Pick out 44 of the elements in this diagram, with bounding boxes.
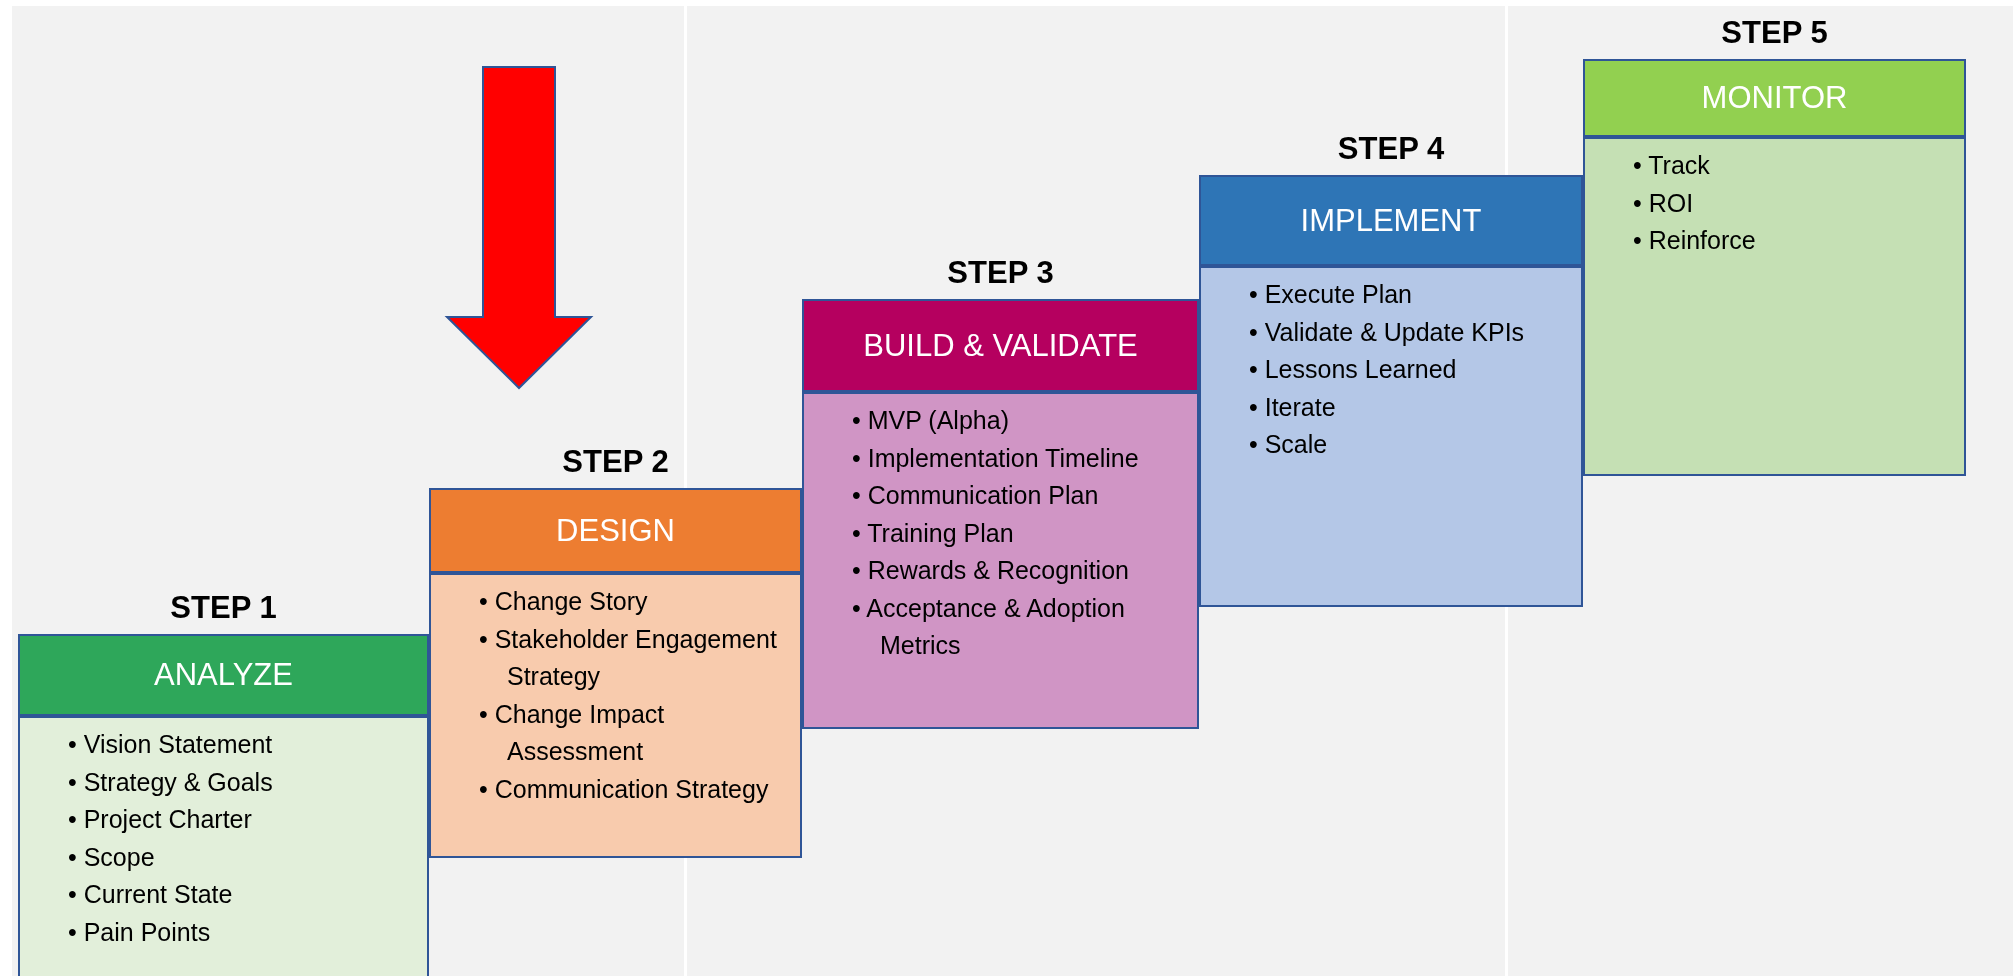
step-title: DESIGN (556, 512, 675, 549)
step-header-box (1199, 175, 1583, 266)
bullet-item: • ROI (1633, 187, 1695, 219)
step-content-box (18, 716, 429, 976)
bullet-item: • Current State (68, 879, 234, 910)
step-label: STEP 1 (170, 590, 277, 626)
step-header-box (429, 488, 802, 573)
bullet-item: • Vision Statement (68, 729, 274, 760)
bullet-item: • Stakeholder Engagement Strategy (479, 623, 778, 692)
step-header-box (1583, 59, 1966, 137)
bullet-item: • Rewards & Recognition (852, 555, 1130, 586)
bullet-item: • Scope (68, 841, 156, 873)
step-header-box (18, 634, 429, 716)
bullet-item: • Reinforce (1633, 225, 1757, 256)
step-content-box (802, 392, 1199, 729)
bullet-item: • Change Story (479, 586, 649, 617)
step-header-box (802, 299, 1199, 392)
step-content-box (1583, 137, 1966, 476)
bullet-item: • Change Impact Assessment (479, 698, 666, 767)
bullet-item: • Execute Plan (1249, 279, 1413, 310)
bullet-item: • Track (1633, 150, 1711, 181)
step-label: STEP 2 (562, 444, 669, 480)
step-title: ANALYZE (154, 657, 293, 693)
step-label: STEP 3 (947, 255, 1054, 291)
bullet-item: • Project Charter (68, 804, 253, 835)
bullet-item: • Communication Strategy (479, 773, 770, 805)
bullet-item: • Pain Points (68, 916, 212, 948)
bullet-item: • Scale (1249, 429, 1329, 460)
step-title: MONITOR (1701, 80, 1848, 116)
step-content-box (1199, 266, 1583, 607)
bullet-item: • Communication Plan (852, 480, 1100, 511)
step-label: STEP 4 (1337, 131, 1445, 167)
bullet-item: • Iterate (1249, 391, 1337, 423)
bullet-item: • Lessons Learned (1249, 354, 1458, 385)
bullet-item: • Validate & Update KPIs (1249, 316, 1526, 348)
bullet-item: • Implementation Timeline (852, 442, 1140, 474)
bullet-item: • MVP (Alpha) (852, 405, 1010, 436)
step-title: BUILD & VALIDATE (863, 327, 1138, 364)
bullet-item: • Acceptance & Adoption Metrics (852, 592, 1126, 661)
step-title: IMPLEMENT (1300, 202, 1482, 239)
bullet-item: • Strategy & Goals (68, 766, 274, 798)
step-label: STEP 5 (1721, 15, 1828, 51)
step-content-box (429, 573, 802, 858)
bullet-item: • Training Plan (852, 517, 1015, 549)
